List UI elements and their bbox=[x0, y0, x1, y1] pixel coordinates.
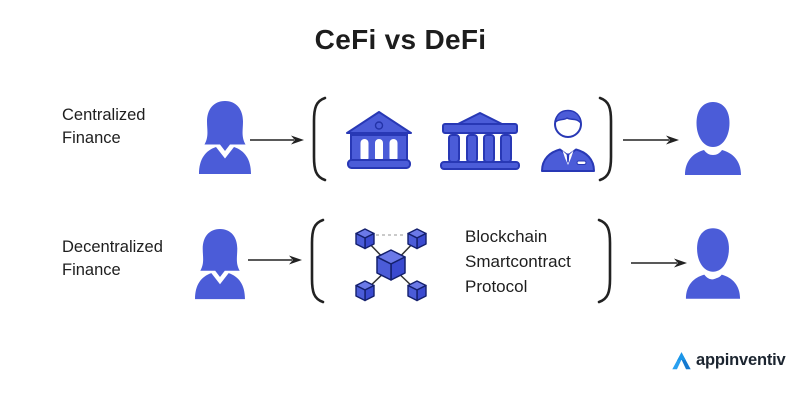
open-bracket bbox=[306, 217, 326, 305]
male-user-icon bbox=[683, 100, 743, 176]
female-user-icon bbox=[197, 100, 253, 176]
open-bracket bbox=[308, 95, 328, 183]
bank-building-icon bbox=[344, 110, 414, 170]
defi-annotation-line1: Blockchain bbox=[465, 227, 548, 246]
appinventiv-a-icon bbox=[671, 350, 692, 371]
institution-temple-icon bbox=[437, 111, 523, 171]
cefi-label-line1: Centralized bbox=[62, 106, 146, 124]
arrow-right-icon bbox=[250, 134, 304, 146]
close-bracket bbox=[597, 95, 617, 183]
brand-logo: appinventiv bbox=[671, 350, 786, 371]
arrow-right-icon bbox=[248, 254, 302, 266]
male-user-icon bbox=[684, 226, 742, 300]
blockchain-network-icon bbox=[350, 222, 432, 306]
defi-label: Decentralized Finance bbox=[62, 236, 163, 282]
defi-label-line2: Finance bbox=[62, 261, 121, 279]
cefi-label: Centralized Finance bbox=[62, 104, 145, 150]
close-bracket bbox=[596, 217, 616, 305]
brand-name: appinventiv bbox=[696, 351, 786, 369]
page-title: CeFi vs DeFi bbox=[314, 24, 487, 55]
defi-annotation-line2: Smartcontract bbox=[465, 252, 571, 271]
arrow-right-icon bbox=[631, 257, 687, 269]
defi-label-line1: Decentralized bbox=[62, 238, 163, 256]
female-user-icon bbox=[193, 228, 247, 301]
cefi-label-line2: Finance bbox=[62, 129, 121, 147]
arrow-right-icon bbox=[623, 134, 679, 146]
defi-annotation-line3: Protocol bbox=[465, 277, 528, 296]
banker-icon bbox=[538, 107, 598, 173]
defi-annotation: Blockchain Smartcontract Protocol bbox=[465, 224, 571, 299]
